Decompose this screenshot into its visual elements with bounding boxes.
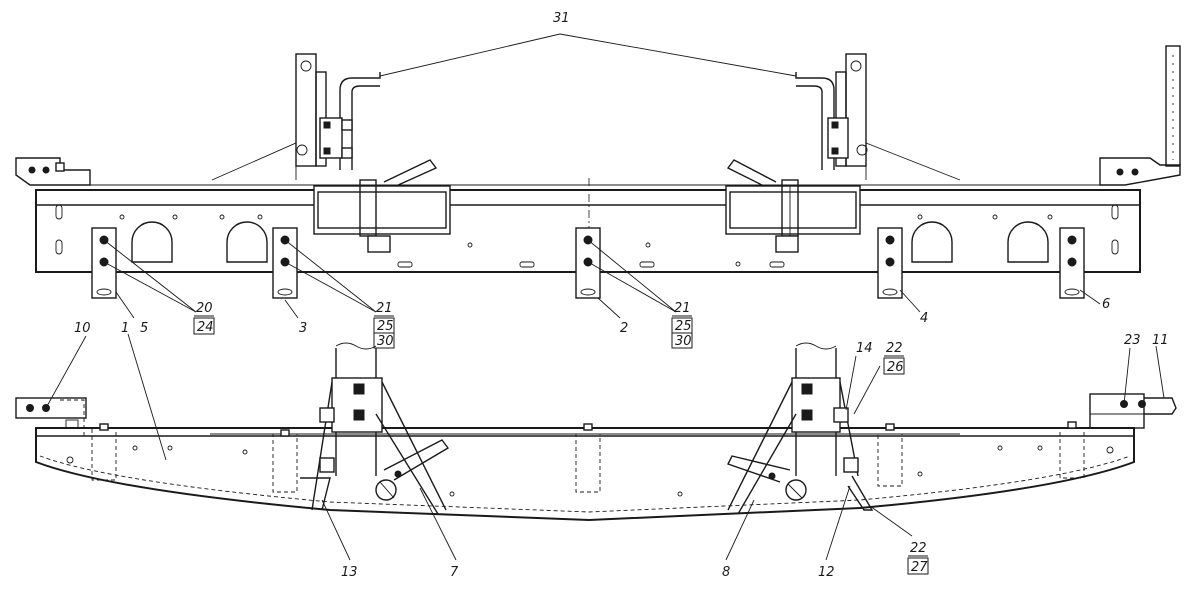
callout-6: 6 <box>1102 297 1110 312</box>
right-end-bracket <box>1099 45 1181 186</box>
callout-4: 4 <box>920 311 928 326</box>
right-post-assembly <box>727 342 874 515</box>
callout-27: 27 <box>911 560 928 575</box>
callout-3: 3 <box>299 321 307 336</box>
callout-20: 20 <box>196 301 213 316</box>
callout-7: 7 <box>450 565 459 580</box>
top-plates <box>91 227 1085 299</box>
bottom-beam-outline <box>35 427 1135 522</box>
plate-5 <box>91 227 117 299</box>
left-tower <box>211 53 381 181</box>
left-end-bracket <box>15 157 91 186</box>
left-end-bracket-bottom <box>15 397 87 437</box>
callout-21-right: 21 <box>674 301 691 316</box>
callout-12: 12 <box>818 565 835 580</box>
top-view <box>15 45 1181 300</box>
callout-30-left: 30 <box>377 334 394 349</box>
callout-1: 1 <box>121 321 129 336</box>
leader-lines <box>45 33 1165 561</box>
dashed-housings <box>91 421 1085 493</box>
callout-11: 11 <box>1152 333 1169 348</box>
callout-25-left: 25 <box>377 319 394 334</box>
callout-14: 14 <box>856 341 873 356</box>
callout-25-right: 25 <box>675 319 692 334</box>
callout-21-left: 21 <box>376 301 393 316</box>
plate-2 <box>575 227 601 299</box>
beam-cutouts <box>131 221 1049 263</box>
callout-23: 23 <box>1124 333 1141 348</box>
plate-6 <box>1059 227 1085 299</box>
callout-13: 13 <box>341 565 358 580</box>
callout-8: 8 <box>722 565 730 580</box>
callout-31: 31 <box>553 11 570 26</box>
callout-22-lower: 22 <box>910 541 927 556</box>
bottom-beam-hidden-edge <box>39 455 1131 513</box>
callout-26: 26 <box>887 360 904 375</box>
bottom-view <box>15 342 1177 522</box>
callout-labels: 31 1 5 3 2 4 6 20 24 21 25 30 21 25 30 1… <box>74 11 1169 580</box>
plate-4 <box>877 227 903 299</box>
left-clamp-block <box>313 159 451 253</box>
callout-10: 10 <box>74 321 91 336</box>
plate-3 <box>272 227 298 299</box>
beam-holes <box>119 214 1053 268</box>
callout-2: 2 <box>620 321 628 336</box>
left-post-assembly <box>300 342 450 515</box>
callout-5: 5 <box>140 321 148 336</box>
callout-22-upper: 22 <box>886 341 903 356</box>
callout-30-right: 30 <box>675 334 692 349</box>
callout-24: 24 <box>197 320 214 335</box>
right-clamp-block <box>725 159 861 253</box>
right-end-bracket-bottom <box>1089 393 1177 429</box>
right-tower <box>795 53 961 181</box>
